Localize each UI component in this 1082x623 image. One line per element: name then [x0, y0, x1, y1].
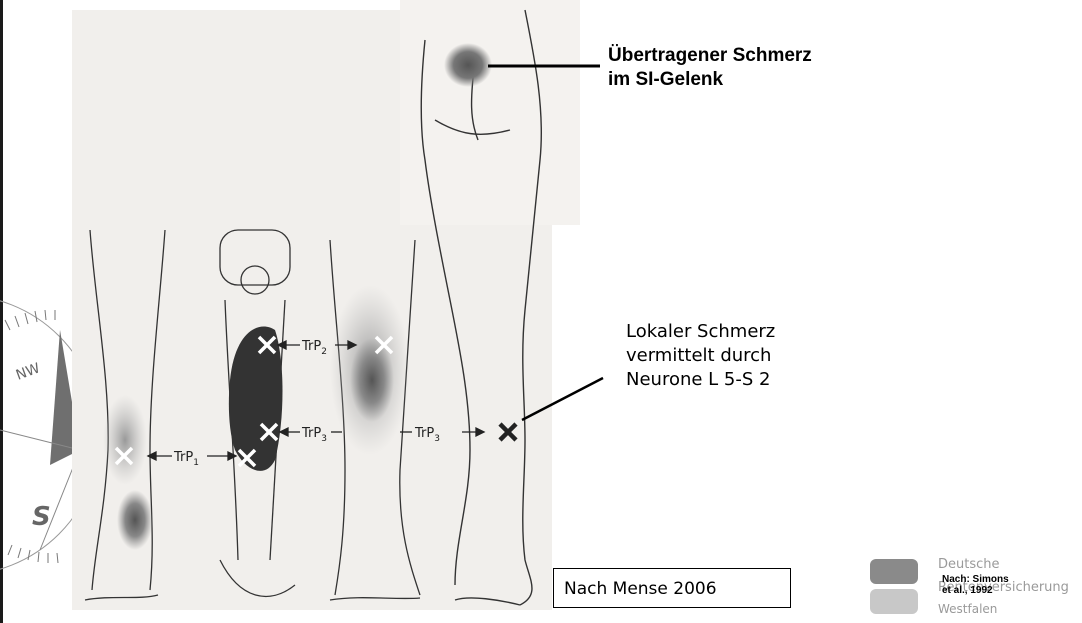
trp3-label-b: TrP3: [414, 426, 440, 444]
trp2-label: TrP2: [301, 339, 327, 357]
logo-bar-dark: [870, 559, 918, 584]
local-pain-leader: [522, 378, 603, 420]
referred-pain-label: Übertragener Schmerz im SI-Gelenk: [608, 44, 812, 92]
drv-logo: Deutsche Rentenversicherung Westfalen Na…: [870, 555, 1082, 623]
trp3-label-a: TrP3: [301, 426, 327, 444]
logo-text-deutsche: Deutsche: [938, 557, 1000, 572]
leg-1-pain-upper: [103, 395, 147, 485]
logo-text-westfalen: Westfalen: [938, 602, 997, 616]
soleus-muscle: [229, 327, 283, 471]
logo-bar-light: [870, 589, 918, 614]
local-pain-line-2: vermittelt durch: [626, 344, 775, 368]
posterior-leg-outline: [421, 10, 541, 605]
leg-outline-right: [520, 10, 541, 605]
referred-pain-line-1: Übertragener Schmerz: [608, 44, 812, 68]
trp1-label: TrP1: [173, 450, 199, 468]
si-joint-pain-area: [444, 43, 492, 87]
local-pain-label: Lokaler Schmerz vermittelt durch Neurone…: [626, 320, 775, 392]
source-citation-box: Nach Mense 2006: [553, 568, 791, 608]
local-pain-x-mark: [500, 424, 516, 440]
local-pain-line-1: Lokaler Schmerz: [626, 320, 775, 344]
local-pain-line-3: Neurone L 5-S 2: [626, 368, 775, 392]
leg-outline-left: [421, 40, 470, 585]
referred-pain-line-2: im SI-Gelenk: [608, 68, 812, 92]
leg-1-pain-lower: [117, 490, 153, 550]
citation-overlay: Nach: Simons et al., 1992: [942, 574, 1009, 596]
